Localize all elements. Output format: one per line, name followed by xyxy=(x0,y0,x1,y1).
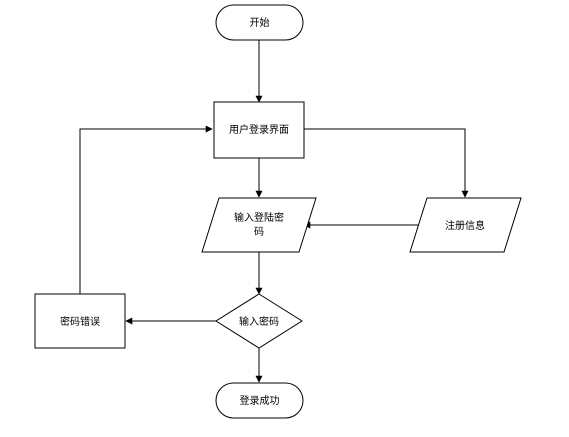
node-register-info[interactable]: 注册信息 xyxy=(409,197,522,253)
login-success-terminal-shape xyxy=(215,382,304,419)
register-info-label: 注册信息 xyxy=(445,219,485,232)
node-login-screen[interactable]: 用户登录界面 xyxy=(213,101,305,159)
start-terminal-shape xyxy=(215,4,304,41)
register-info-shape xyxy=(409,197,522,253)
password-decision-label: 输入密码 xyxy=(239,315,279,328)
login-success-label: 登录成功 xyxy=(240,394,280,407)
password-error-shape xyxy=(34,293,126,349)
connectors xyxy=(79,40,469,383)
node-login-success[interactable]: 登录成功 xyxy=(215,382,304,419)
login-screen-shape xyxy=(213,101,305,159)
node-input-login-password[interactable]: 输入登陆密 码 xyxy=(201,197,317,253)
input-login-password-label-line1: 输入登陆密 xyxy=(234,211,284,224)
input-login-password-shape xyxy=(201,197,317,253)
node-password-error[interactable]: 密码错误 xyxy=(34,293,126,349)
password-decision-shape xyxy=(215,293,303,349)
edge-error-to-login xyxy=(79,125,213,294)
node-start[interactable]: 开始 xyxy=(215,4,304,41)
input-login-password-label-line2: 码 xyxy=(254,226,264,238)
login-screen-label: 用户登录界面 xyxy=(229,123,289,136)
edge-login-to-register xyxy=(304,128,469,198)
password-error-label: 密码错误 xyxy=(60,315,100,328)
node-password-decision[interactable]: 输入密码 xyxy=(215,293,303,349)
start-label: 开始 xyxy=(250,16,270,29)
